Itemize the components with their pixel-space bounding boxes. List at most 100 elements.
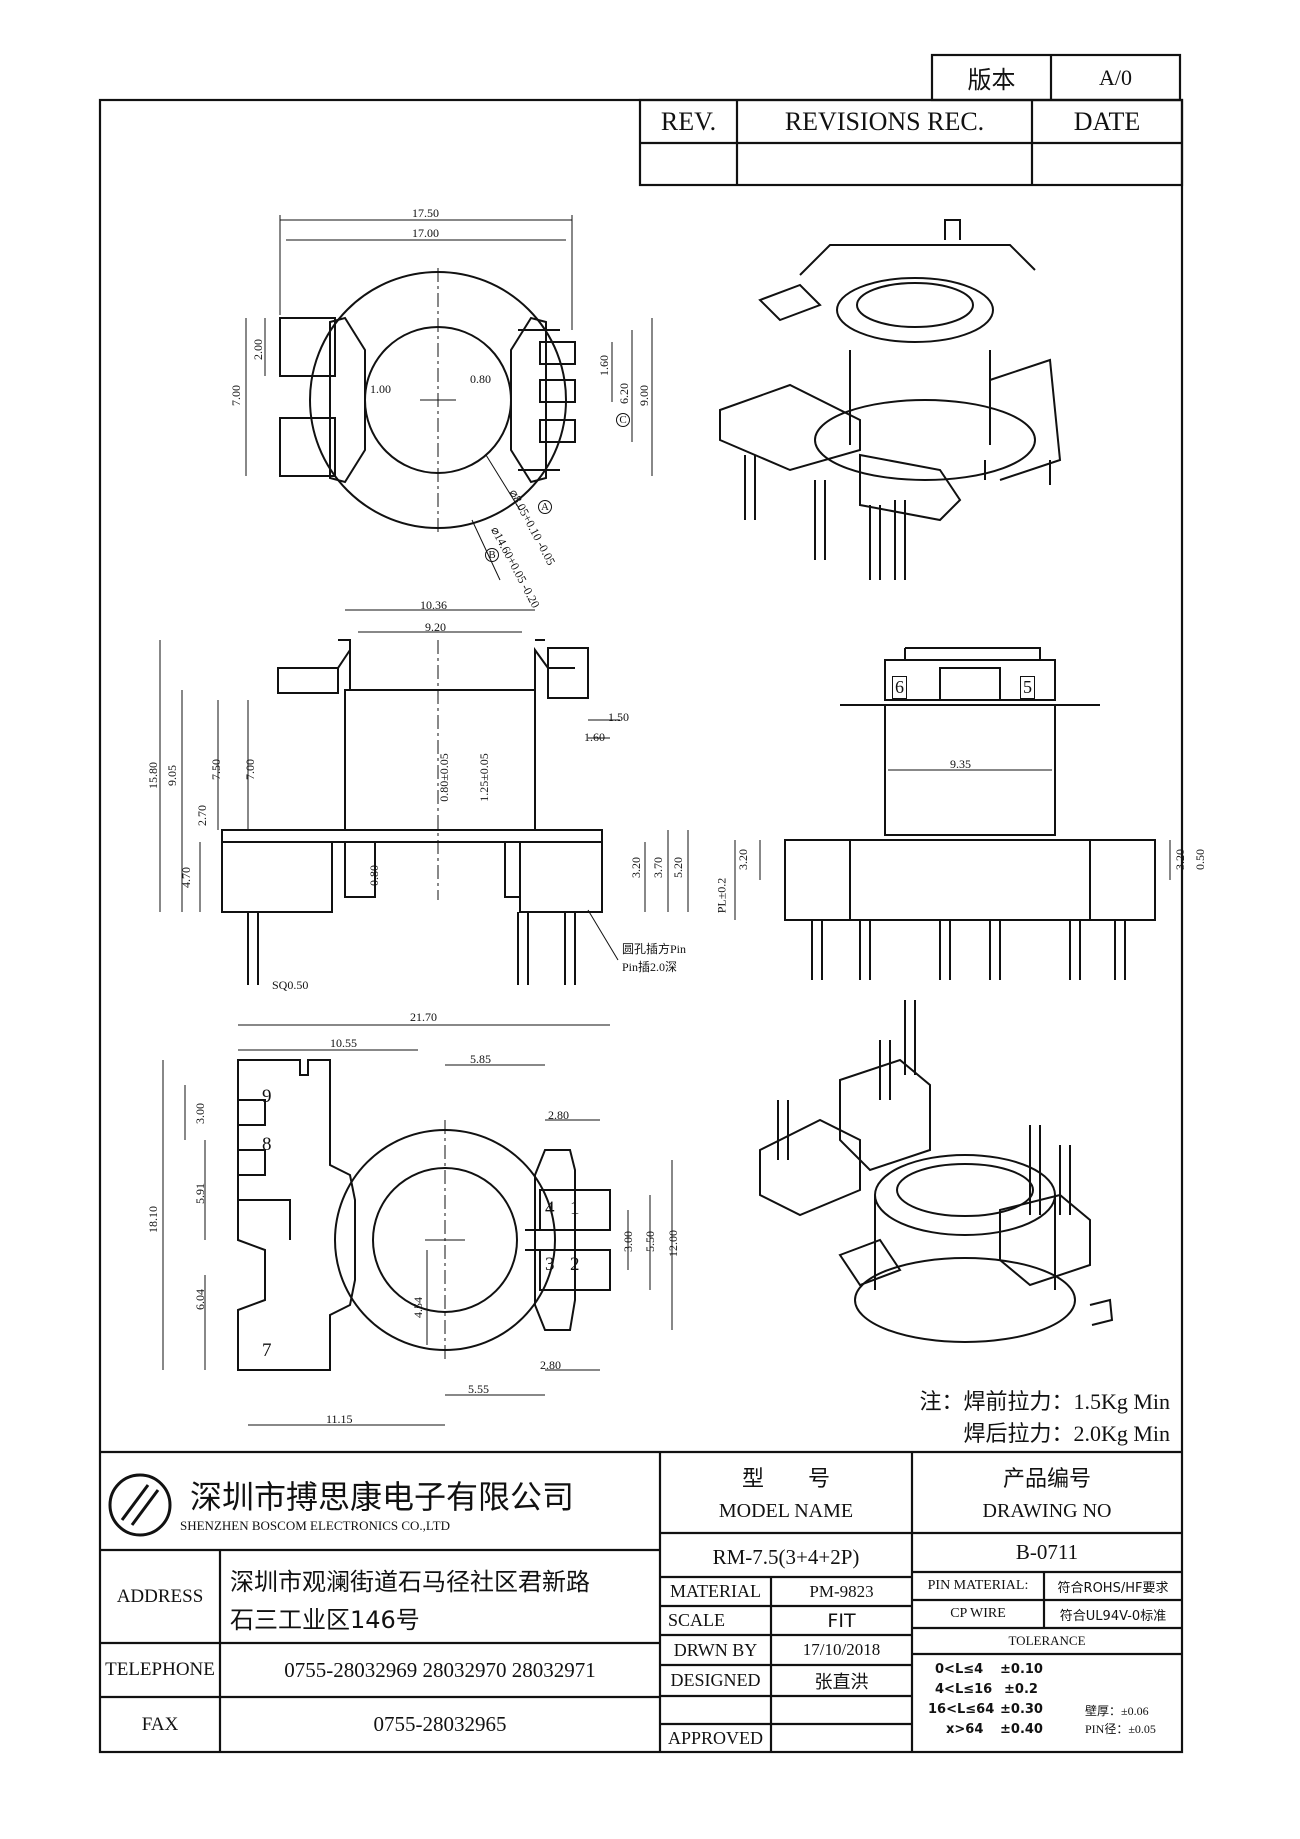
marker-c: C (616, 413, 630, 427)
dim-side-wall: 0.80±0.05 (436, 753, 451, 802)
dim-front-right-b: 0.50 (1193, 849, 1207, 870)
dim-side-base-c: 5.20 (671, 857, 685, 878)
dim-side-h4: 7.00 (243, 759, 257, 780)
material-value: PM-9823 (809, 1581, 874, 1601)
dim-side-height-total: 15.80 (146, 762, 160, 789)
tol-value-3: ±0.40 (1000, 1722, 1043, 1737)
dim-side-h3: 7.50 (209, 759, 223, 780)
dim-bottom-pin-pitch-top: 2.80 (548, 1108, 569, 1122)
pin-note-2: Pin插2.0深 (622, 960, 678, 974)
dim-side-h5: 2.70 (195, 805, 209, 826)
dim-side-flange: 0.80 (367, 865, 381, 886)
telephone-value: 0755-28032969 28032970 28032971 (284, 1657, 596, 1682)
version-value: A/0 (1099, 64, 1132, 90)
tol-value-1: ±0.2 (1004, 1682, 1038, 1697)
rev-header: REV. (660, 106, 717, 136)
dim-top-inner-width: 17.00 (412, 226, 439, 240)
front-pin-right: 5 (1020, 676, 1035, 699)
top-view-dims (245, 215, 653, 581)
designed-value: 张直洪 (814, 1671, 869, 1693)
version-label: 版本 (967, 68, 1016, 94)
dim-front-right-a: 3.20 (1173, 849, 1187, 870)
tolerance-label: TOLERANCE (1008, 1633, 1086, 1648)
dim-side-h6: 4.70 (179, 867, 193, 888)
bottom-pin-9: 9 (262, 1086, 272, 1107)
dim-bottom-right: 5.55 (468, 1382, 489, 1396)
cp-wire-label: CP WIRE (950, 1606, 1006, 1621)
iso-view-bottom (759, 1000, 1114, 1343)
bottom-pin-2: 2 (570, 1254, 580, 1275)
bottom-view-dims (162, 1024, 673, 1426)
address-line-2: 石三工业区146号 (230, 1606, 420, 1634)
dim-top-height-left: 7.00 (229, 385, 243, 406)
dim-side-top-outer: 10.36 (420, 598, 447, 612)
approved-label: APPROVED (667, 1727, 764, 1748)
drawing-label-en: DRAWING NO (982, 1499, 1112, 1522)
drawing-value: B-0711 (1015, 1540, 1079, 1564)
dim-bottom-r1: 3.00 (621, 1231, 635, 1252)
bottom-pin-3: 3 (545, 1254, 555, 1275)
dim-side-base-b: 3.70 (651, 857, 665, 878)
side-view-outline (221, 639, 603, 985)
material-label: MATERIAL (670, 1581, 761, 1601)
dim-side-top-inner: 9.20 (425, 620, 446, 634)
tol-range-3: x>64 (946, 1722, 984, 1737)
pin-material-value: 符合ROHS/HF要求 (1057, 1580, 1169, 1596)
iso-view-top (719, 219, 1062, 580)
dim-bottom-total: 21.70 (410, 1010, 437, 1024)
pin-tolerance: PIN径：±0.05 (1085, 1722, 1156, 1736)
company-logo (108, 1473, 172, 1537)
note-line-1: 注：焊前拉力：1.5Kg Min (919, 1389, 1170, 1414)
address-line-1: 深圳市观澜街道石马径社区君新路 (230, 1568, 590, 1596)
dim-bottom-pin-pitch-bottom: 2.80 (540, 1358, 561, 1372)
revisions-header: REVISIONS REC. (784, 106, 985, 136)
company-name-cn: 深圳市搏思康电子有限公司 (190, 1478, 575, 1516)
dim-bottom-center: 4.54 (411, 1297, 425, 1318)
dim-top-overall-width: 17.50 (412, 206, 439, 220)
dim-side-core: 1.25±0.05 (476, 753, 491, 802)
tol-value-2: ±0.30 (1000, 1702, 1043, 1717)
dim-bottom-r2: 5.50 (643, 1231, 657, 1252)
bottom-pin-7: 7 (262, 1340, 272, 1361)
dim-bottom-l2: 5.91 (193, 1183, 207, 1204)
dim-bottom-l3: 6.04 (193, 1289, 207, 1310)
front-view-dims (734, 769, 1171, 920)
dim-side-h2: 9.05 (165, 765, 179, 786)
dim-top-right-c: 9.00 (637, 385, 651, 406)
drawn-value: 17/10/2018 (802, 1640, 881, 1659)
cp-wire-value: 符合UL94V-0标准 (1059, 1608, 1167, 1624)
dim-side-pin-b: 1.60 (584, 730, 605, 744)
company-name-en: SHENZHEN BOSCOM ELECTRONICS CO.,LTD (180, 1518, 451, 1533)
marker-a: A (538, 500, 552, 514)
tol-range-1: 4<L≤16 (935, 1682, 993, 1697)
dim-front-width: 9.35 (950, 757, 971, 771)
pin-note-1: 圆孔插方Pin (622, 942, 687, 956)
dim-top-center: 0.80 (470, 372, 491, 386)
dim-top-right-a: 1.60 (597, 355, 611, 376)
fax-value: 0755-28032965 (373, 1712, 507, 1736)
dim-side-pin-a: 1.50 (608, 710, 629, 724)
dim-top-pin-width: 2.00 (251, 339, 265, 360)
dim-top-wall: 1.00 (370, 382, 391, 396)
tol-range-0: 0<L≤4 (935, 1662, 984, 1677)
dim-side-sq: SQ0.50 (272, 978, 309, 992)
bottom-pin-8: 8 (262, 1134, 272, 1155)
dim-bottom-l1: 3.00 (193, 1103, 207, 1124)
date-header: DATE (1073, 106, 1141, 136)
dim-top-right-b: 6.20 (617, 383, 631, 404)
fax-label: FAX (141, 1713, 179, 1735)
dim-bottom-r3: 12.00 (666, 1230, 680, 1257)
bottom-pin-1: 1 (570, 1198, 580, 1219)
dim-front-left: 3.20 (736, 849, 750, 870)
telephone-label: TELEPHONE (105, 1659, 215, 1680)
front-view-outline (784, 647, 1156, 980)
bottom-pin-4: 4 (545, 1198, 555, 1219)
scale-label: SCALE (668, 1610, 726, 1630)
dim-bottom-height: 18.10 (146, 1206, 160, 1233)
tol-value-0: ±0.10 (1000, 1662, 1043, 1677)
front-pin-left: 6 (892, 676, 907, 699)
model-label-cn: 型 号 (741, 1467, 830, 1492)
dim-side-base-a: 3.20 (629, 857, 643, 878)
tol-range-2: 16<L≤64 (928, 1702, 995, 1717)
